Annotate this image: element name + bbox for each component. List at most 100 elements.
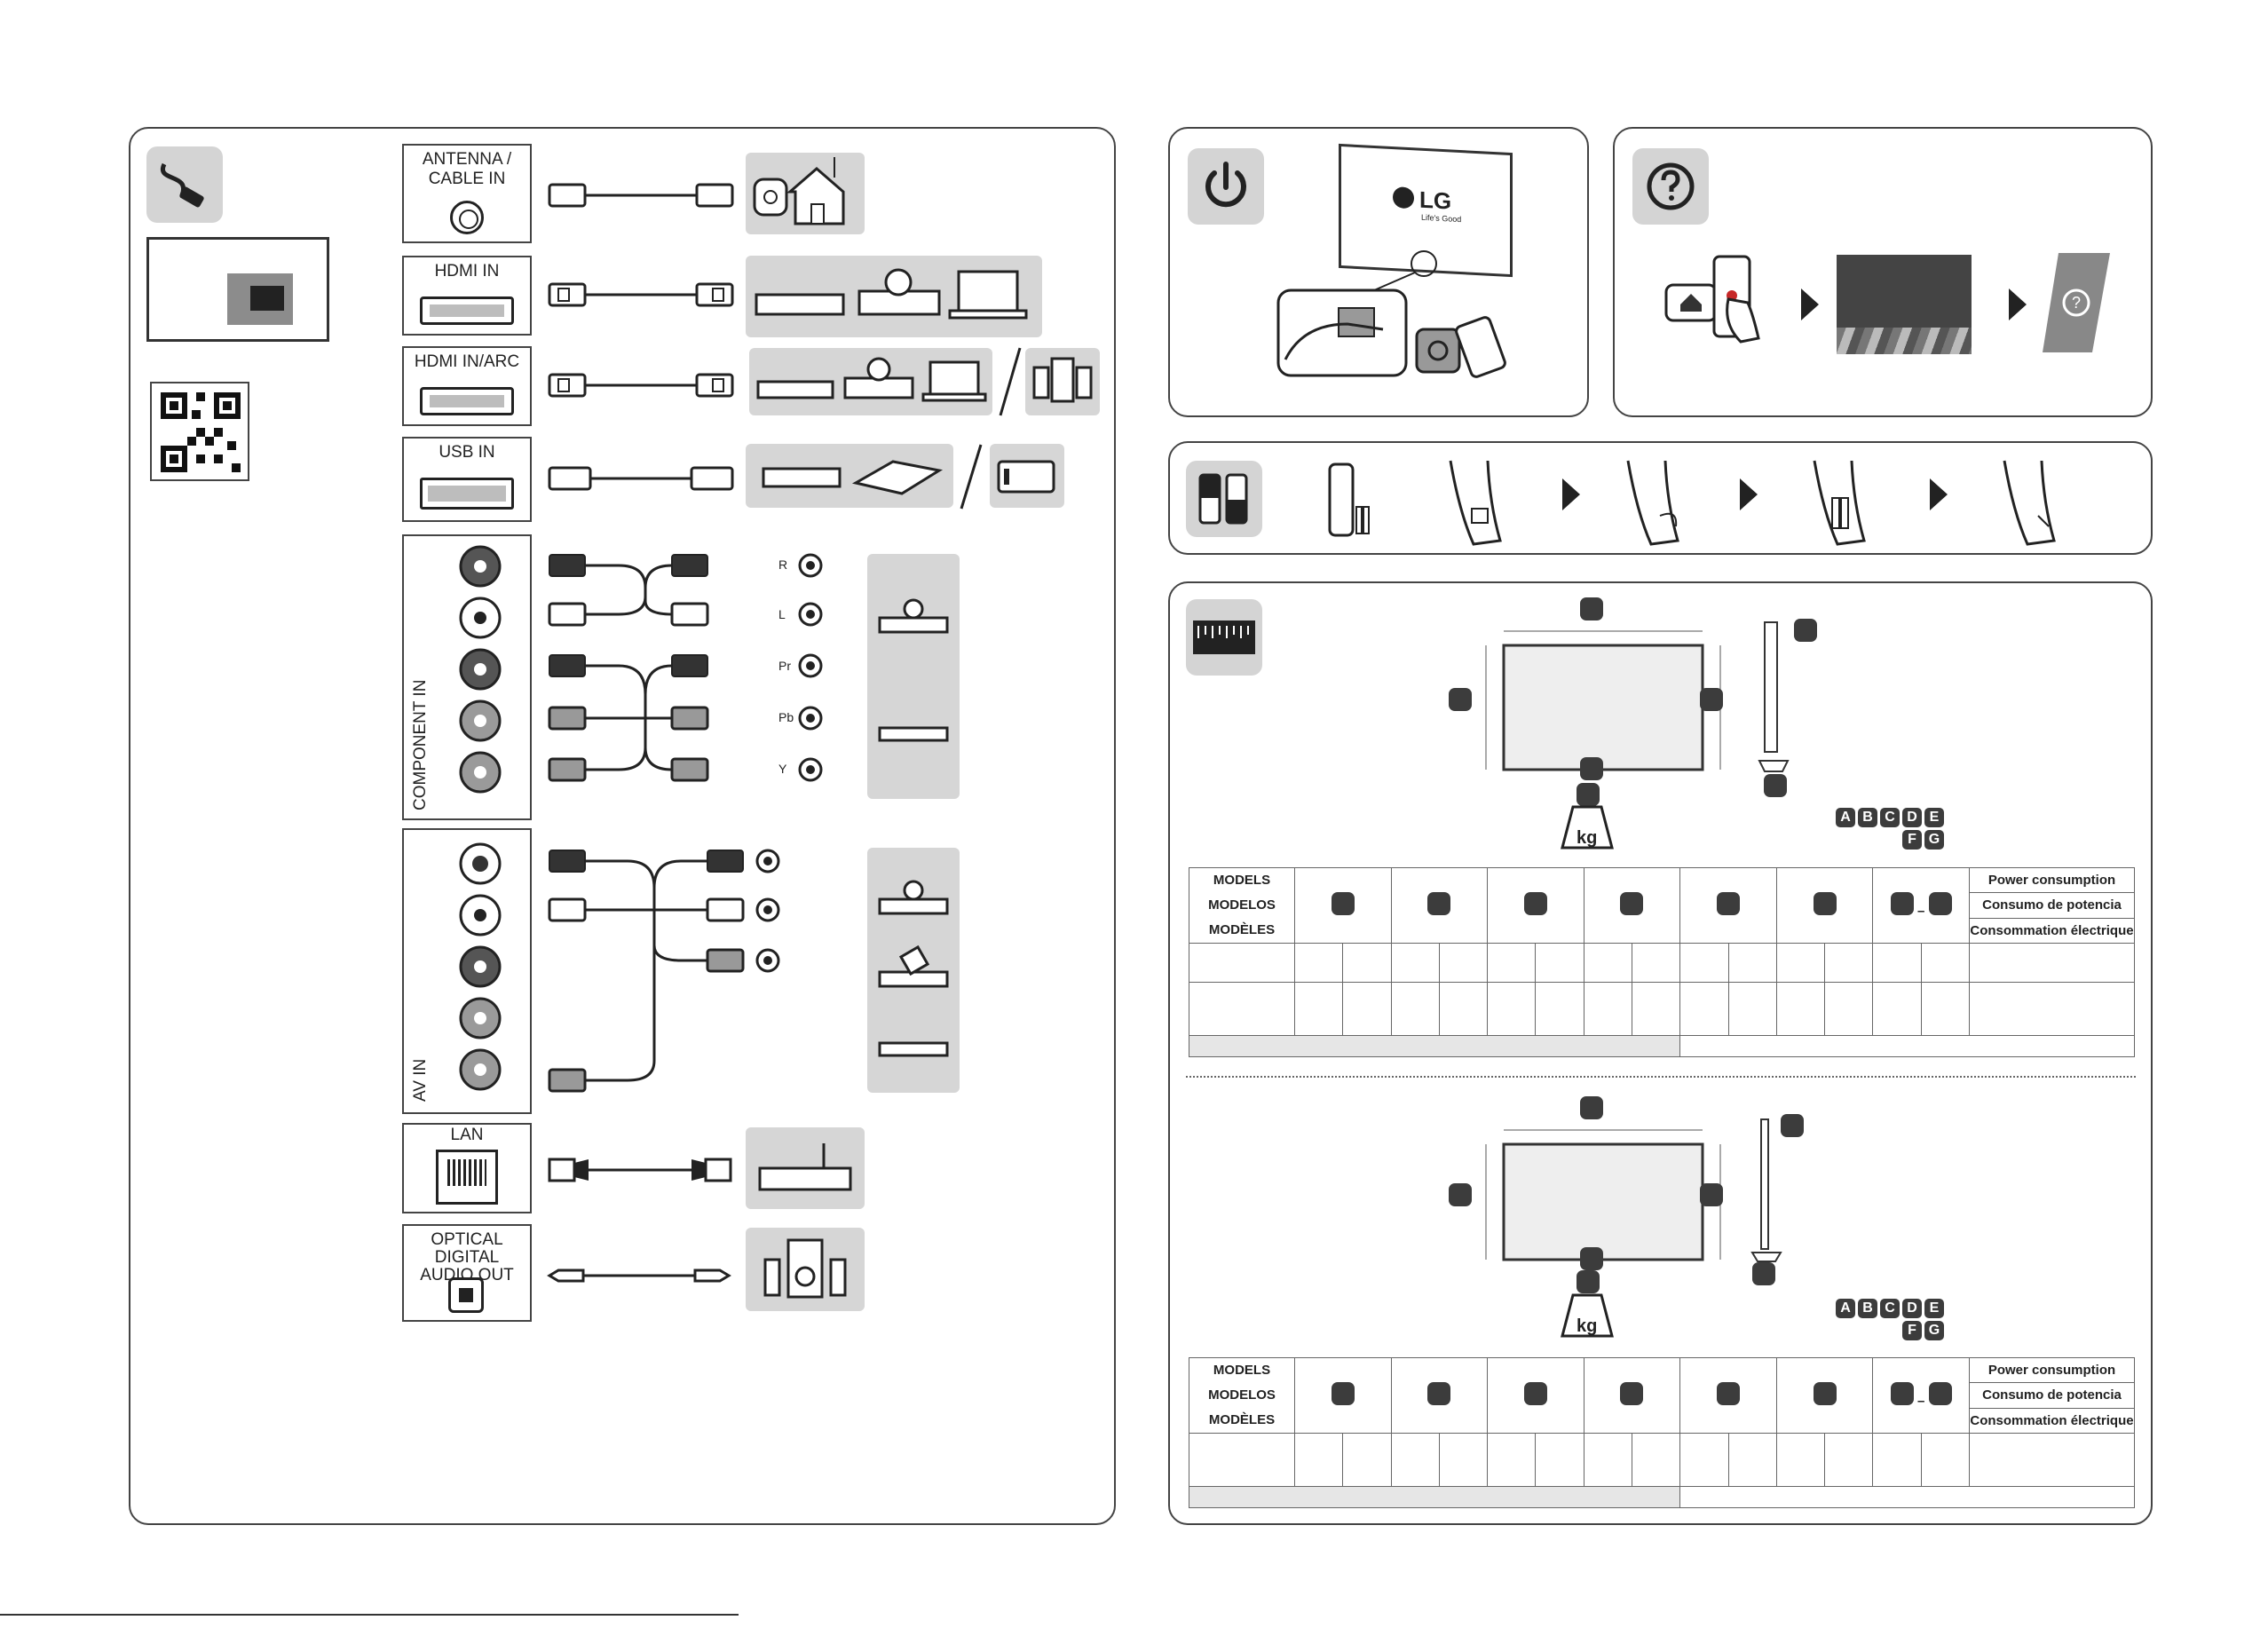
hdmi-arc-label: HDMI IN/ARC [414,352,520,371]
component-jacks-right-icon [798,553,823,782]
letter-d: D [1902,808,1922,827]
power-en-2: Power consumption [1969,1356,2135,1384]
tv-logo-tagline: Life's Good [1421,212,1462,225]
remote-home-icon [1664,255,1760,344]
qr-code [150,382,249,481]
connections-panel: ANTENNA / CABLE IN HDMI IN [129,127,1116,1525]
remote-back-step2-icon [1626,460,1679,546]
optical-label: OPTICAL DIGITAL [431,1230,503,1267]
av-devices-icon [878,880,949,1057]
usb-cable-icon [548,466,734,491]
audio-system-icon [763,1238,847,1299]
arrow-right-icon-2 [2009,288,2027,320]
jack-label-pb: Pb [778,710,794,724]
hdmi-jack-icon [420,296,514,325]
arrow-right-icon [1801,288,1819,320]
component-cables-icon [548,554,709,782]
power-es: Consumo de potencia [1969,892,2135,919]
dim-marker-depth-bottom [1764,774,1787,797]
antenna-device-bg [746,153,865,234]
av-cables-icon [548,849,780,1093]
ethernet-jack-icon [436,1150,498,1205]
optical-port-box: OPTICAL DIGITAL AUDIO OUT [402,1224,532,1322]
component-label: COMPONENT IN [411,679,430,810]
coax-cable-icon [548,183,734,208]
speaker-device-bg [1025,348,1100,415]
arrow-right-icon-4 [1740,478,1758,510]
dim-marker-depth-bottom-2 [1752,1262,1775,1285]
av-port-box [402,828,532,1114]
usb-jack-icon [420,478,514,510]
speaker-icon [1032,357,1093,403]
letter-e: E [1924,808,1944,827]
dim-marker-depth-top-2 [1781,1114,1804,1137]
svg-text:?: ? [2072,294,2081,312]
hdmi-port-box: HDMI IN [402,256,532,336]
dotted-divider [1186,1076,2136,1078]
usb-stick-bg [990,444,1064,508]
models-fr-2: MODÈLES [1208,1412,1276,1427]
power-button-callout [1276,250,1506,378]
component-port-box [402,534,532,820]
slash-divider [999,347,1022,416]
hdmi-arc-cable-icon [548,373,734,398]
tv-logo-brand: LG [1419,186,1452,215]
audio-device-bg [746,1228,865,1311]
usb-stick-icon [997,460,1055,494]
jack-label-pr: Pr [778,659,791,673]
hdmi-devices-bg [746,256,1042,337]
power-en: Power consumption [1969,866,2135,894]
tv-rear-illustration [146,237,329,342]
dim-marker-right [1700,688,1723,711]
coax-jack-icon [450,201,484,234]
remote-and-batteries-icon [1328,462,1370,537]
help-screen-illustration [1837,255,1972,354]
hdmi-label: HDMI IN [434,262,500,281]
remote-back-step4-icon [2003,460,2056,546]
models-en-2: MODELS [1213,1363,1271,1378]
component-devices-bg [867,554,960,799]
help-question-card-icon: ? [2043,253,2110,352]
router-icon [758,1143,852,1191]
av-jacks-icon [459,842,502,1091]
letter-c-2: C [1880,1299,1900,1318]
models-es-2: MODELOS [1208,1387,1276,1403]
av-label: AV IN [411,1058,430,1102]
letter-b: B [1858,808,1877,827]
weight-scale-icon-2 [1561,1293,1614,1338]
letter-d-2: D [1902,1299,1922,1318]
models-es: MODELOS [1208,897,1276,913]
dim-marker-bottom-2 [1580,1247,1603,1270]
dim-marker-left-2 [1449,1183,1472,1206]
dim-marker-bottom [1580,757,1603,780]
power-es-2: Consumo de potencia [1969,1382,2135,1409]
letter-f: F [1902,830,1922,850]
jack-label-y: Y [778,762,787,776]
letter-b-2: B [1858,1299,1877,1318]
remote-back-step3-icon [1813,460,1866,546]
letter-legend: A B C D E F G [1836,808,1978,852]
hdmi-arc-jack-icon [420,387,514,415]
cable-plug-icon [146,146,223,223]
dim-marker-top-2 [1580,1096,1603,1119]
optical-label-2: AUDIO OUT [420,1266,514,1284]
page-bottom-rule [0,1614,739,1616]
antenna-port-box: ANTENNA / CABLE IN [402,144,532,243]
lan-port-box: LAN [402,1123,532,1213]
weight-unit-label: kg [1577,828,1598,848]
ruler-icon [1186,599,1262,676]
power-icon [1188,148,1264,225]
lan-label: LAN [450,1126,484,1144]
letter-g-2: G [1924,1321,1944,1340]
optical-jack-icon [448,1277,484,1313]
slash-divider-usb [960,444,983,510]
usb-devices-bg [746,444,953,508]
hdmi-cable-icon [548,282,734,307]
av-devices-bg [867,848,960,1093]
dim-marker-weight [1577,783,1600,806]
power-fr: Consommation électrique [1969,917,2135,945]
optical-cable-icon [547,1269,731,1283]
tv-front-dimension-drawing [1485,630,1721,771]
dim-marker-top [1580,597,1603,620]
weight-scale-icon [1561,805,1614,850]
